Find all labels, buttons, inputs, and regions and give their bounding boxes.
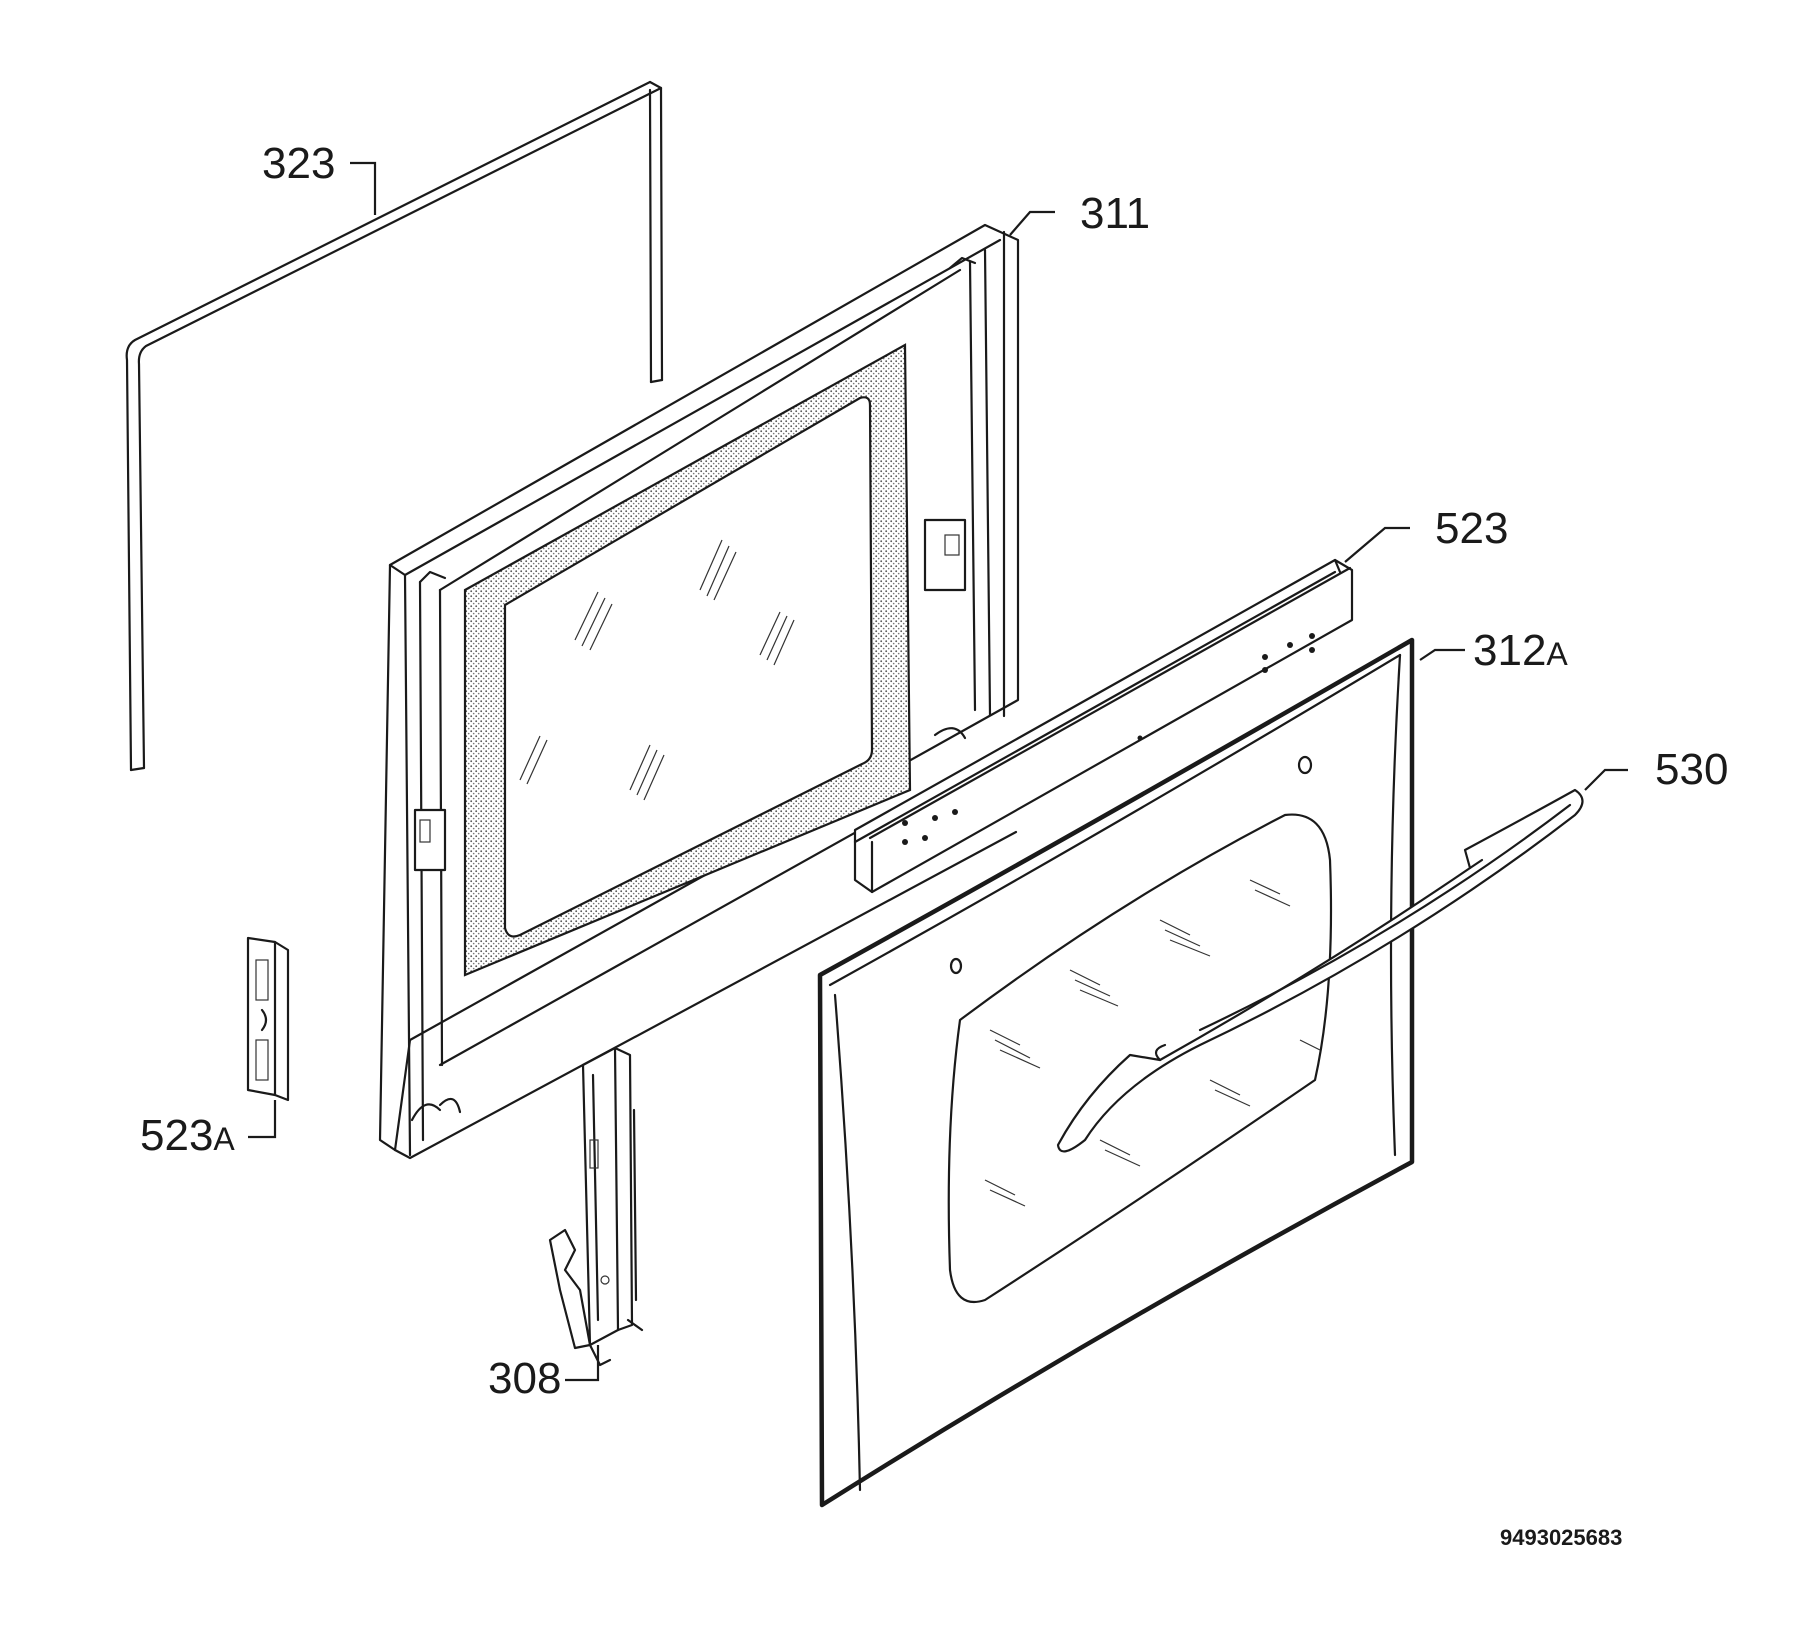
reference-code: 9493025683: [1500, 1525, 1622, 1550]
label-530: 530: [1655, 745, 1728, 794]
part-labels: 323 311 523 312A 530 523A 308 9493025683: [140, 139, 1728, 1550]
label-311: 311: [1080, 189, 1150, 238]
side-strip-part: [246, 936, 290, 1102]
label-523: 523: [1435, 504, 1508, 553]
door-strip-part: [853, 558, 1354, 894]
outer-door-panel-part: [817, 637, 1415, 1508]
door-handle-part: [1056, 788, 1584, 1153]
door-hinge-part: [548, 1046, 644, 1367]
label-323: 323: [262, 139, 335, 188]
inner-door-frame-part: [378, 223, 1020, 1160]
label-308: 308: [488, 1354, 561, 1403]
label-312a: 312A: [1473, 626, 1568, 675]
door-seal-part: [125, 80, 664, 772]
leader-lines: [248, 161, 1628, 1382]
label-523a: 523A: [140, 1111, 235, 1160]
